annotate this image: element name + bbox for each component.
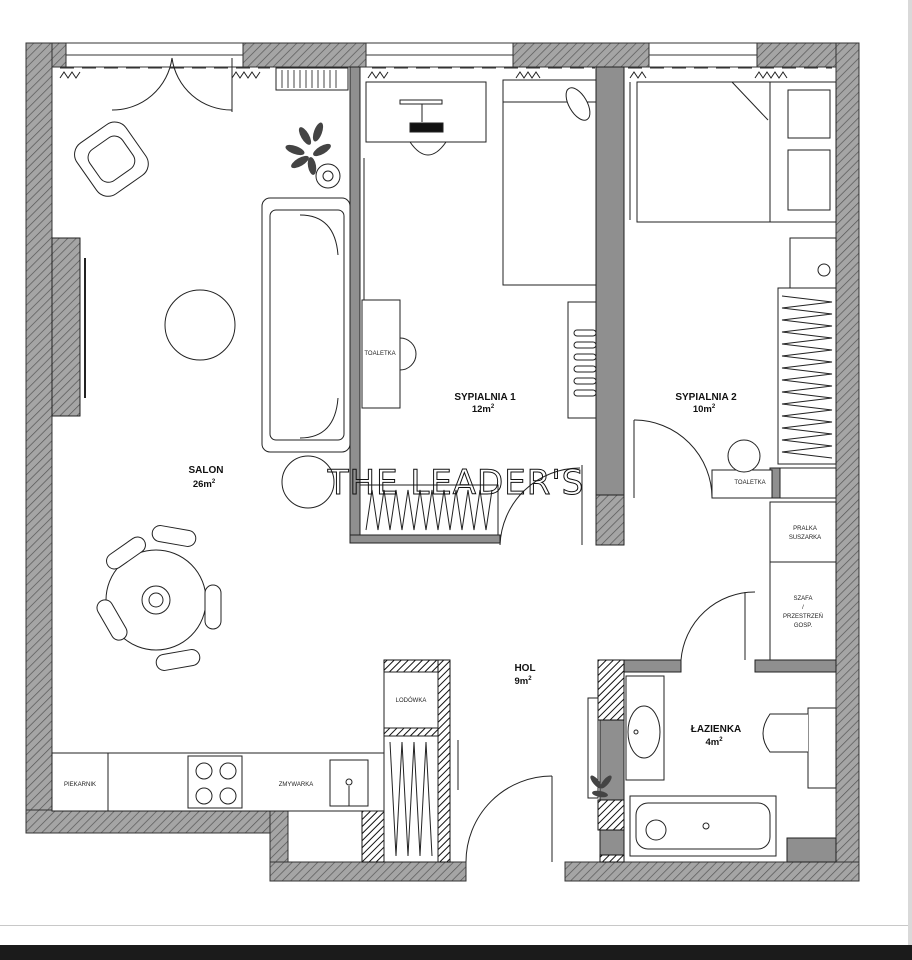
hol-furniture bbox=[383, 501, 837, 863]
przestrzen-label: PRZESTRZEŃ bbox=[783, 613, 823, 620]
sypialnia2-name: SYPIALNIA 2 bbox=[675, 392, 737, 403]
sypialnia2-area: 10m2 bbox=[693, 404, 716, 415]
salon-name: SALON bbox=[189, 465, 224, 476]
sypialnia1-furniture bbox=[359, 79, 597, 546]
salon-furniture bbox=[51, 57, 385, 812]
windows bbox=[65, 42, 758, 68]
watermark-text: THE LEADER'S bbox=[327, 463, 585, 503]
lazienka-area: 4m2 bbox=[705, 737, 723, 748]
lodowka-label: LODÓWKA bbox=[396, 697, 427, 704]
room-labels: SALON 26m2 SYPIALNIA 1 12m2 SYPIALNIA 2 … bbox=[189, 392, 742, 748]
exterior-walls bbox=[25, 42, 860, 882]
separator-line bbox=[0, 925, 912, 926]
szafa-label: SZAFA bbox=[793, 596, 812, 602]
toaletka-label-1: TOALETKA bbox=[364, 351, 395, 357]
lazienka-name: ŁAZIENKA bbox=[691, 724, 742, 735]
bottom-bar bbox=[0, 945, 912, 960]
sypialnia2-furniture bbox=[629, 81, 837, 499]
gosp-label: GOSP. bbox=[794, 623, 813, 629]
sypialnia1-name: SYPIALNIA 1 bbox=[454, 392, 516, 403]
pralka-label: PRALKA bbox=[793, 526, 817, 532]
zmywarka-label: ZMYWARKA bbox=[279, 782, 313, 788]
radiators bbox=[59, 71, 788, 79]
fixture-labels: TOALETKA TOALETKA PRALKA SUSZARKA SZAFA … bbox=[64, 351, 823, 788]
sypialnia1-area: 12m2 bbox=[472, 404, 495, 415]
lazienka-furniture bbox=[587, 675, 837, 857]
hol-area: 9m2 bbox=[514, 676, 532, 687]
suszarka-label: SUSZARKA bbox=[789, 535, 821, 541]
right-edge-strip bbox=[908, 0, 912, 945]
piekarnik-label: PIEKARNIK bbox=[64, 782, 96, 788]
szafa-slash-label: / bbox=[802, 605, 804, 611]
toaletka-label-2: TOALETKA bbox=[734, 480, 765, 486]
salon-area: 26m2 bbox=[193, 479, 216, 490]
hol-name: HOL bbox=[514, 663, 535, 674]
